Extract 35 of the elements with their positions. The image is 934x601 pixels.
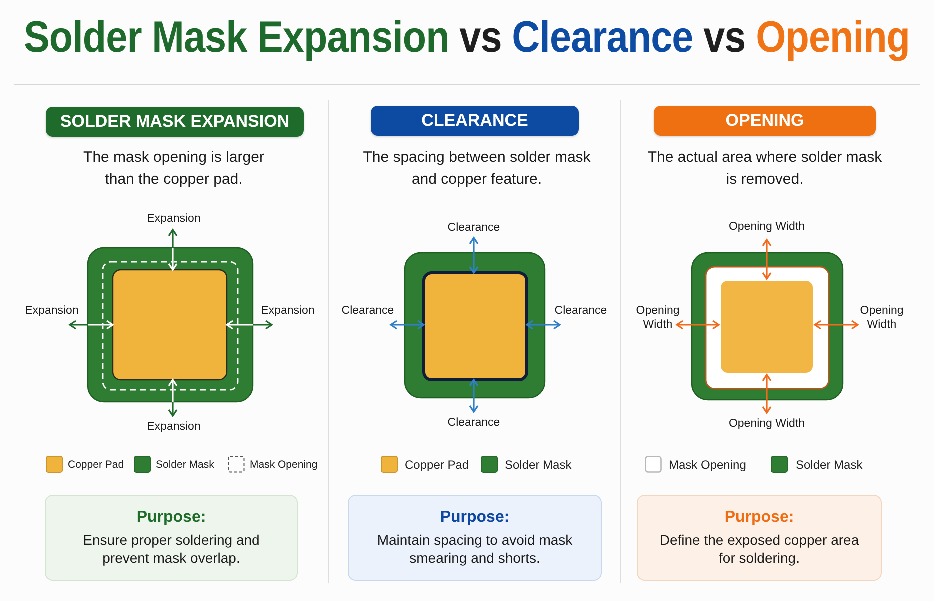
legend-label: Solder Mask — [505, 457, 572, 473]
section-header: SOLDER MASK EXPANSION — [46, 107, 304, 137]
dimension-label: Opening Width — [860, 304, 904, 332]
dimension-label: Clearance — [448, 416, 500, 430]
dimension-label: Clearance — [342, 304, 394, 318]
description-text: The mask opening is larger than the copper pad. — [82, 148, 266, 190]
description-text: The actual area where solder mask is removed. — [646, 148, 884, 190]
legend-label: Copper Pad — [405, 457, 470, 473]
legend-label: Mask Opening — [669, 457, 746, 473]
dimension-label: Clearance — [448, 221, 500, 235]
purpose-heading: Purpose: — [724, 508, 794, 528]
legend-label: Mask Opening — [250, 458, 318, 473]
dimension-label: Opening Width — [728, 417, 806, 431]
dimension-label: Opening Width — [636, 304, 680, 332]
dimension-label: Expansion — [25, 304, 79, 318]
purpose-heading: Purpose: — [440, 508, 510, 528]
description-text: The spacing between solder mask and copper feature. — [362, 148, 592, 190]
legend-label: Solder Mask — [156, 458, 214, 473]
section-header: OPENING — [654, 106, 876, 136]
purpose-heading: Purpose: — [136, 508, 206, 528]
purpose-card — [637, 495, 882, 581]
section-header: CLEARANCE — [371, 106, 579, 136]
purpose-text: Define the exposed copper area for soldering. — [658, 531, 860, 567]
purpose-text: Ensure proper soldering and prevent mask overlap. — [82, 531, 261, 567]
title: Solder Mask Expansion vs Clearance vs Opening — [24, 13, 910, 63]
legend-label: Copper Pad — [68, 458, 124, 473]
dimension-label: Expansion — [147, 212, 201, 226]
purpose-card — [348, 495, 602, 581]
purpose-text: Maintain spacing to avoid mask smearing and shorts. — [376, 531, 574, 567]
legend-label: Solder Mask — [796, 457, 863, 473]
dimension-label: Expansion — [147, 420, 201, 434]
dimension-label: Clearance — [554, 304, 608, 318]
dimension-label: Opening Width — [728, 220, 806, 234]
dimension-label: Expansion — [261, 304, 315, 318]
purpose-card — [45, 495, 298, 581]
